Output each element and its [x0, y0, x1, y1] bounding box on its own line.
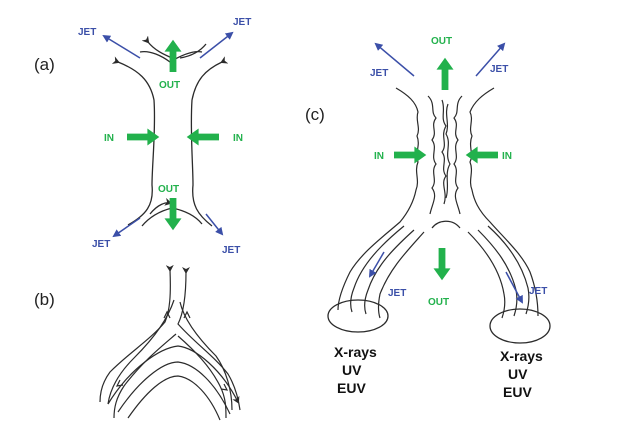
panel-a-flows: [127, 39, 219, 231]
jet-arrow: [199, 31, 234, 59]
jet-arrow: [112, 217, 141, 238]
jet-label: JET: [78, 27, 96, 38]
jet-arrow: [205, 213, 224, 236]
emission-xrays: X-rays: [334, 344, 377, 360]
panel-c-flows: [394, 57, 498, 281]
jet-label: JET: [370, 68, 388, 79]
emission-left: X-rays UV EUV: [334, 344, 377, 396]
emission-uv: UV: [508, 366, 528, 382]
emission-euv: EUV: [503, 384, 532, 400]
jet-arrow: [102, 34, 141, 59]
out-label: OUT: [431, 36, 452, 47]
out-label: OUT: [159, 80, 180, 91]
in-label: IN: [104, 133, 114, 144]
footpoint-right: [489, 308, 551, 344]
emission-uv: UV: [342, 362, 362, 378]
jet-label: JET: [490, 64, 508, 75]
in-label: IN: [233, 133, 243, 144]
panel-c-jets: [368, 42, 523, 304]
panel-b-field-lines: [99, 264, 241, 421]
emission-euv: EUV: [337, 380, 366, 396]
emission-xrays: X-rays: [500, 348, 543, 364]
jet-arrow: [374, 42, 415, 77]
jet-label: JET: [388, 288, 406, 299]
out-arrow: [433, 248, 451, 281]
panel-c-label: (c): [305, 105, 325, 124]
in-arrow: [394, 146, 427, 164]
panel-c-footpoints: [327, 299, 551, 344]
panel-a-jets: [102, 31, 234, 238]
jet-label: JET: [233, 17, 251, 28]
emission-right: X-rays UV EUV: [500, 348, 543, 400]
jet-arrow: [368, 251, 385, 278]
in-label: IN: [374, 151, 384, 162]
jet-label: JET: [529, 286, 547, 297]
jet-arrow: [505, 271, 523, 304]
panel-c-current-sheet: [337, 87, 539, 319]
panel-b-arrow-ticks: [115, 310, 229, 391]
out-label: OUT: [428, 297, 449, 308]
out-label: OUT: [158, 184, 179, 195]
in-label: IN: [502, 151, 512, 162]
jet-arrow: [475, 42, 506, 77]
jet-label: JET: [222, 245, 240, 256]
panel-b-label: (b): [34, 290, 55, 309]
panel-a-label: (a): [34, 55, 55, 74]
footpoint-left: [327, 299, 389, 333]
out-arrow: [436, 57, 454, 90]
jet-label: JET: [92, 239, 110, 250]
